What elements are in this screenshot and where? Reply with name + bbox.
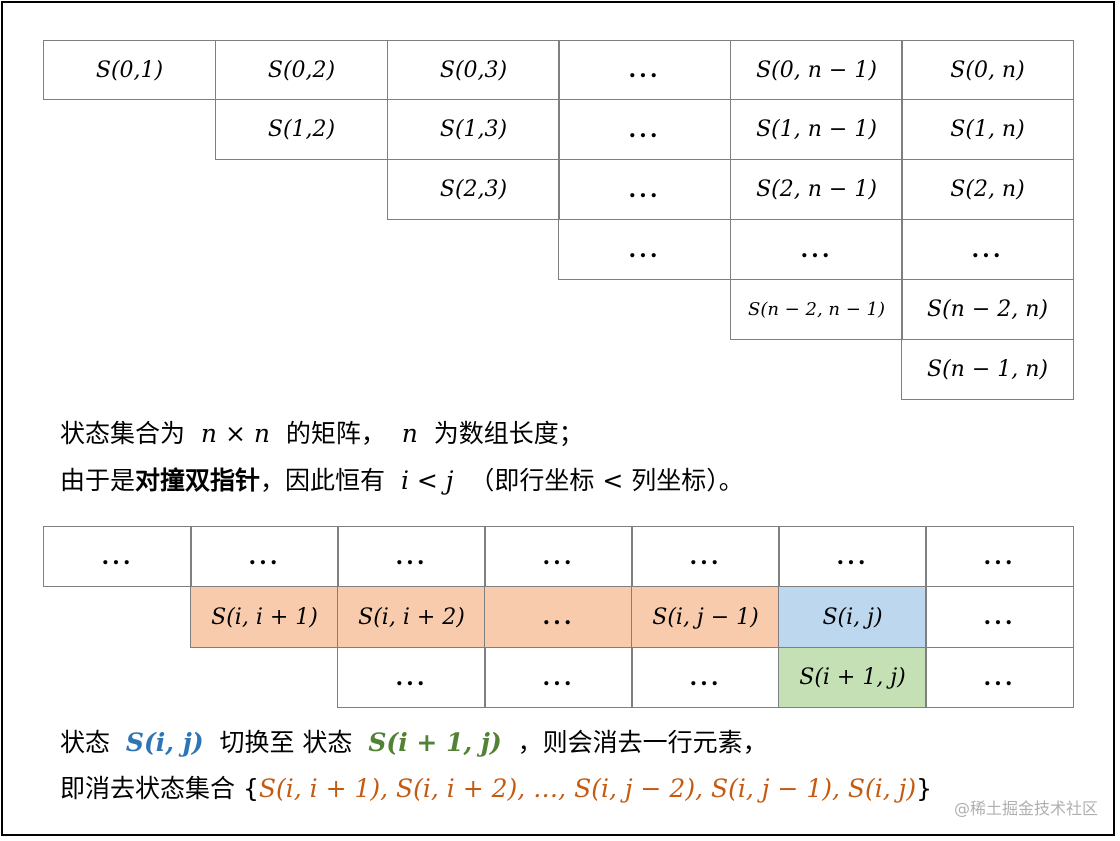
matrix-cell: S(2,3) bbox=[387, 159, 560, 220]
eliminated-cell: S(i, i + 2) bbox=[337, 586, 486, 648]
matrix-cell-ellipsis: ... bbox=[778, 526, 927, 587]
matrix-description-line2: 由于是对撞双指针，因此恒有 i < j （即行坐标 < 列坐标）。 bbox=[60, 466, 744, 495]
matrix-cell: S(0,2) bbox=[215, 40, 388, 100]
matrix-cell-ellipsis: ... bbox=[558, 40, 731, 100]
matrix-cell-ellipsis: ... bbox=[43, 526, 192, 587]
matrix-cell: S(1, n − 1) bbox=[730, 99, 903, 160]
matrix-cell: S(0, n − 1) bbox=[730, 40, 903, 100]
matrix-cell: S(0,1) bbox=[43, 40, 216, 100]
matrix-cell: S(n − 1, n) bbox=[901, 339, 1074, 400]
matrix-cell-ellipsis: ... bbox=[337, 647, 486, 708]
transition-description-line2: 即消去状态集合 {S(i, i + 1), S(i, i + 2), …, S(… bbox=[60, 774, 933, 803]
eliminated-cell-ellipsis: ... bbox=[484, 586, 633, 648]
matrix-cell-ellipsis: ... bbox=[730, 219, 903, 280]
matrix-cell: S(0, n) bbox=[901, 40, 1074, 100]
matrix-cell-ellipsis: ... bbox=[925, 526, 1074, 587]
matrix-cell-ellipsis: ... bbox=[484, 526, 633, 587]
matrix-cell-ellipsis: ... bbox=[558, 159, 731, 220]
matrix-cell: S(1,3) bbox=[387, 99, 560, 160]
matrix-cell-ellipsis: ... bbox=[631, 647, 780, 708]
transition-description-line1: 状态 S(i, j) 切换至 状态 S(i + 1, j) ，则会消去一行元素， bbox=[60, 728, 768, 757]
matrix-cell-ellipsis: ... bbox=[558, 99, 731, 160]
watermark: @稀土掘金技术社区 bbox=[953, 799, 1098, 818]
matrix-cell: S(n − 2, n) bbox=[901, 279, 1074, 340]
matrix-cell-ellipsis: ... bbox=[558, 219, 731, 280]
next-state-cell: S(i + 1, j) bbox=[778, 647, 927, 708]
matrix-cell: S(0,3) bbox=[387, 40, 560, 100]
matrix-cell-ellipsis: ... bbox=[901, 219, 1074, 280]
matrix-cell-ellipsis: ... bbox=[631, 526, 780, 587]
eliminated-cell: S(i, i + 1) bbox=[190, 586, 339, 648]
eliminated-cell: S(i, j − 1) bbox=[631, 586, 780, 648]
matrix-cell: S(2, n) bbox=[901, 159, 1074, 220]
matrix-cell: S(1,2) bbox=[215, 99, 388, 160]
matrix-cell-ellipsis: ... bbox=[925, 647, 1074, 708]
matrix-cell-ellipsis: ... bbox=[925, 586, 1074, 648]
matrix-description-line1: 状态集合为 n × n 的矩阵， n 为数组长度； bbox=[60, 419, 584, 448]
current-state-cell: S(i, j) bbox=[778, 586, 927, 648]
matrix-cell: S(1, n) bbox=[901, 99, 1074, 160]
matrix-cell: S(n − 2, n − 1) bbox=[730, 279, 903, 340]
matrix-cell-ellipsis: ... bbox=[484, 647, 633, 708]
matrix-cell-ellipsis: ... bbox=[337, 526, 486, 587]
matrix-cell-ellipsis: ... bbox=[190, 526, 339, 587]
matrix-cell: S(2, n − 1) bbox=[730, 159, 903, 220]
